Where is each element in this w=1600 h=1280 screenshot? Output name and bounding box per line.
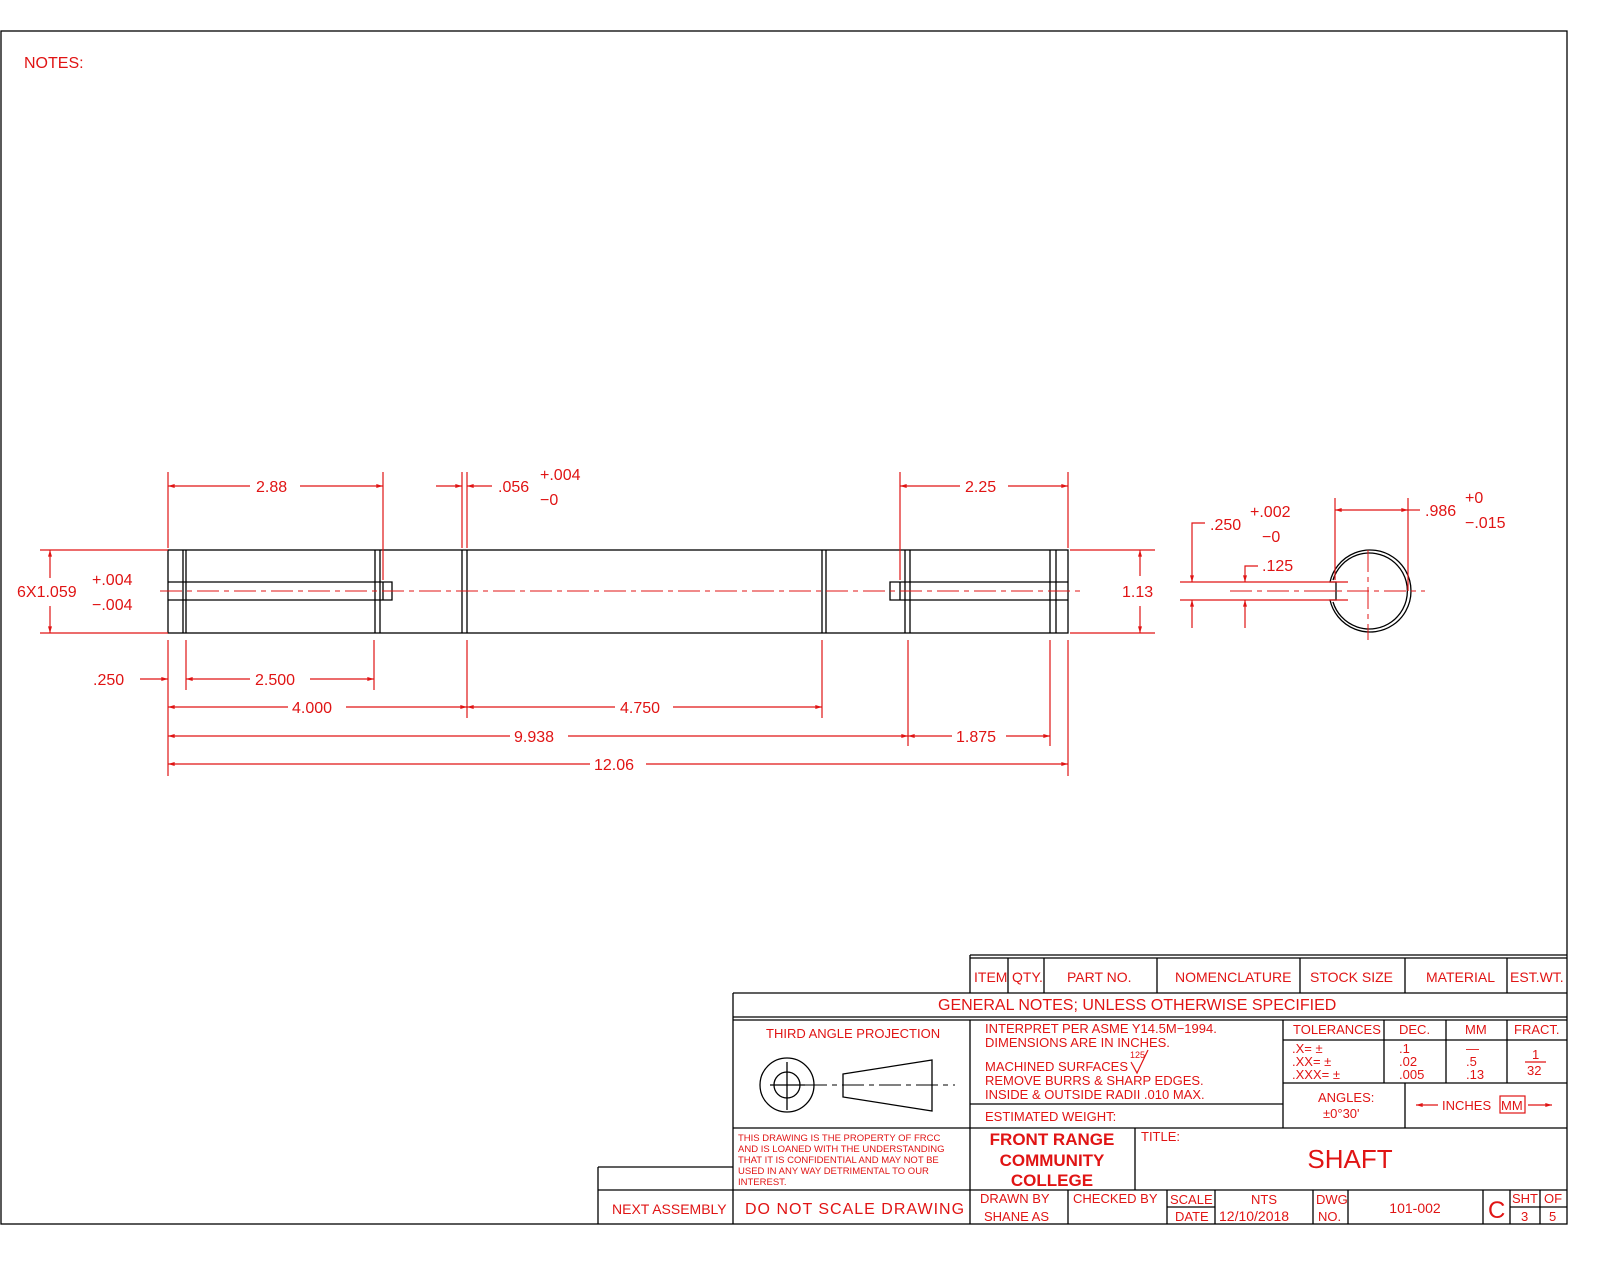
dwg-label: DWG	[1316, 1192, 1348, 1207]
scale-label: SCALE	[1170, 1192, 1213, 1207]
dim-.250: .250	[93, 672, 124, 689]
surface-finish-value: 125	[1130, 1050, 1145, 1060]
dim-key-width: .250	[1210, 517, 1241, 534]
school-line-2: COMMUNITY	[1000, 1151, 1105, 1170]
drawn-by-label: DRAWN BY	[980, 1191, 1050, 1206]
sheet-border	[0, 30, 1568, 1225]
property-line-3: THAT IT IS CONFIDENTIAL AND MAY NOT BE	[738, 1155, 939, 1166]
scale-value: NTS	[1251, 1192, 1277, 1207]
tol-xxx: .XXX= ±	[1292, 1067, 1340, 1082]
mm-xxx: .13	[1466, 1067, 1484, 1082]
mm-xx: .5	[1466, 1054, 1477, 1069]
tolerances-header: TOLERANCES	[1293, 1022, 1381, 1037]
drawing-size: C	[1488, 1197, 1505, 1224]
third-angle-projection-symbol	[759, 1057, 955, 1113]
note-2: DIMENSIONS ARE IN INCHES.	[985, 1035, 1170, 1050]
property-line-4: USED IN ANY WAY DETRIMENTAL TO OUR	[738, 1166, 929, 1177]
dim-dia-minus: −.004	[92, 597, 133, 614]
sheet-total: 5	[1549, 1209, 1556, 1224]
note-4: REMOVE BURRS & SHARP EDGES.	[985, 1073, 1204, 1088]
do-not-scale-label: DO NOT SCALE DRAWING	[745, 1201, 965, 1218]
dimensions-top: 2.88 .056 +.004 −0 2.25	[167, 467, 1069, 580]
notes-label: NOTES:	[24, 55, 84, 72]
of-label: OF	[1544, 1191, 1562, 1206]
dim-key-depth: .125	[1262, 558, 1293, 575]
header-item: ITEM	[974, 969, 1007, 985]
sheet-number: 3	[1521, 1209, 1528, 1224]
shaft-end-view: .986 +0 −.015 .250 +.002 −0 .125	[1180, 490, 1506, 640]
checked-by-label: CHECKED BY	[1073, 1191, 1158, 1206]
note-3: MACHINED SURFACES	[985, 1059, 1128, 1074]
angles-label: ANGLES:	[1318, 1090, 1374, 1105]
projection-label: THIRD ANGLE PROJECTION	[766, 1026, 940, 1041]
sheet-label: SHT	[1512, 1191, 1538, 1206]
next-assembly-label: NEXT ASSEMBLY	[612, 1201, 727, 1217]
dim-.056-minus: −0	[540, 492, 558, 509]
fract-header: FRACT.	[1514, 1022, 1560, 1037]
units-mm: MM	[1501, 1098, 1523, 1113]
dim-12.06: 12.06	[594, 757, 634, 774]
property-line-5: INTEREST.	[738, 1177, 787, 1188]
general-notes-heading: GENERAL NOTES; UNLESS OTHERWISE SPECIFIE…	[938, 997, 1336, 1014]
angles-value: ±0°30'	[1323, 1106, 1360, 1121]
dim-4.750: 4.750	[620, 700, 660, 717]
title-block: ITEM QTY. PART NO. NOMENCLATURE STOCK SI…	[597, 954, 1567, 1224]
mm-header: MM	[1465, 1022, 1487, 1037]
fract-numerator: 1	[1532, 1047, 1539, 1062]
dim-2.88: 2.88	[256, 479, 287, 496]
header-qty: QTY.	[1012, 969, 1043, 985]
dim-.986-plus: +0	[1465, 490, 1483, 507]
dimensions-diameter: 6X1.059 +.004 −.004 1.13	[17, 549, 1155, 634]
dim-.056-plus: +.004	[540, 467, 581, 484]
dwg-no-label: NO.	[1318, 1209, 1341, 1224]
header-material: MATERIAL	[1426, 969, 1495, 985]
date-value: 12/10/2018	[1219, 1208, 1289, 1224]
tol-xx: .XX= ±	[1292, 1054, 1331, 1069]
dim-4.000: 4.000	[292, 700, 332, 717]
note-5: INSIDE & OUTSIDE RADII .010 MAX.	[985, 1087, 1205, 1102]
header-nomenclature: NOMENCLATURE	[1175, 969, 1291, 985]
dim-1.13: 1.13	[1122, 584, 1153, 601]
header-stock-size: STOCK SIZE	[1310, 969, 1393, 985]
school-line-3: COLLEGE	[1011, 1171, 1093, 1190]
fract-denominator: 32	[1527, 1063, 1541, 1078]
surface-finish-icon	[1130, 1049, 1149, 1075]
school-line-1: FRONT RANGE	[990, 1130, 1115, 1149]
title-label: TITLE:	[1141, 1129, 1180, 1144]
dim-1.875: 1.875	[956, 729, 996, 746]
property-line-2: AND IS LOANED WITH THE UNDERSTANDING	[738, 1144, 945, 1155]
note-1: INTERPRET PER ASME Y14.5M−1994.	[985, 1021, 1217, 1036]
dim-2.25: 2.25	[965, 479, 996, 496]
drawn-by-value: SHANE AS	[984, 1209, 1049, 1224]
dim-key-width-minus: −0	[1262, 529, 1280, 546]
dec-xxx: .005	[1399, 1067, 1424, 1082]
dimensions-bottom: .250 2.500 4.000 4.750 9.938 1.875 12.06	[93, 640, 1069, 776]
drawing-title: SHAFT	[1307, 1144, 1392, 1174]
estimated-weight-label: ESTIMATED WEIGHT:	[985, 1109, 1116, 1124]
dim-.056: .056	[498, 479, 529, 496]
tol-x: .X= ±	[1292, 1041, 1323, 1056]
dim-key-width-plus: +.002	[1250, 504, 1291, 521]
dim-.986-minus: −.015	[1465, 515, 1506, 532]
units-inches: INCHES	[1442, 1098, 1491, 1113]
dec-x: .1	[1399, 1041, 1410, 1056]
property-line-1: THIS DRAWING IS THE PROPERTY OF FRCC	[738, 1133, 940, 1144]
mm-x: —	[1466, 1041, 1479, 1056]
date-label: DATE	[1175, 1209, 1209, 1224]
dim-dia-plus: +.004	[92, 572, 133, 589]
dim-6x1.059: 6X1.059	[17, 584, 77, 601]
dec-xx: .02	[1399, 1054, 1417, 1069]
shaft-side-view	[160, 549, 1080, 634]
header-est-wt: EST.WT.	[1510, 969, 1564, 985]
dim-2.500: 2.500	[255, 672, 295, 689]
dec-header: DEC.	[1399, 1022, 1430, 1037]
header-part-no: PART NO.	[1067, 969, 1132, 985]
dim-9.938: 9.938	[514, 729, 554, 746]
dwg-number: 101-002	[1389, 1200, 1441, 1216]
dim-.986: .986	[1425, 503, 1456, 520]
